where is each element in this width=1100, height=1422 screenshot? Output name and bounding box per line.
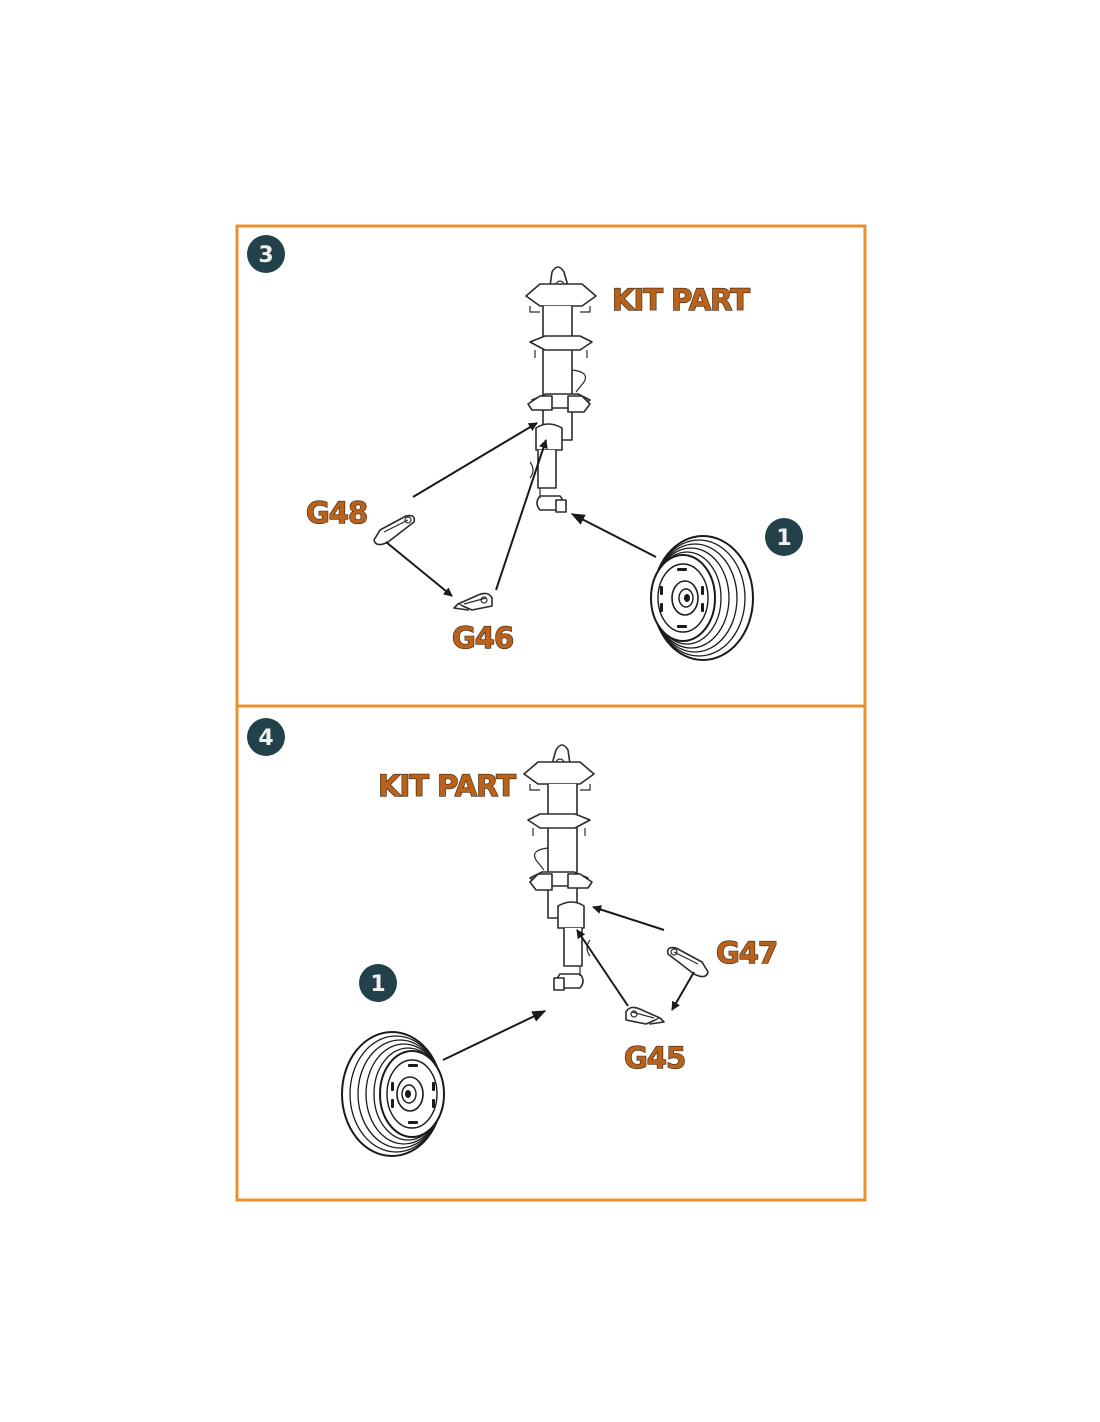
step-4-panel: 4 KIT PART G47 G45 1 — [235, 704, 867, 1202]
torque-link-part-icon — [666, 946, 709, 978]
step-badge-icon — [359, 964, 397, 1002]
assembly-arrow-icon — [385, 422, 657, 597]
wheel-icon — [650, 535, 754, 661]
step-3-wheel-ref: 1 — [776, 526, 791, 551]
assembly-arrow-icon — [442, 905, 695, 1061]
step-3-lower-part-label: G46 — [452, 621, 513, 655]
step-4-wheel-badge: 1 — [359, 964, 397, 1002]
step-badge-icon — [765, 518, 803, 556]
landing-gear-strut-icon — [525, 266, 597, 513]
step-3-number: 3 — [258, 243, 273, 268]
torque-link-part-icon — [625, 1006, 665, 1025]
step-3-badge: 3 — [247, 235, 285, 273]
step-4-wheel-ref: 1 — [370, 972, 385, 997]
torque-link-part-icon — [373, 514, 416, 546]
step-4-kit-part-label: KIT PART — [378, 769, 516, 803]
step-4-frame — [235, 704, 867, 1202]
step-3-panel: 3 KIT PART G48 G46 1 — [235, 224, 867, 708]
step-3-kit-part-label: KIT PART — [612, 283, 750, 317]
step-4-lower-part-label: G45 — [624, 1041, 685, 1075]
wheel-icon — [341, 1031, 445, 1157]
step-badge-icon — [247, 235, 285, 273]
step-4-upper-part-label: G47 — [716, 936, 777, 970]
step-badge-icon — [247, 718, 285, 756]
landing-gear-strut-icon — [523, 744, 595, 991]
step-3-wheel-badge: 1 — [765, 518, 803, 556]
step-4-badge: 4 — [247, 718, 285, 756]
step-4-number: 4 — [258, 726, 273, 751]
torque-link-part-icon — [453, 592, 493, 611]
step-3-upper-part-label: G48 — [306, 496, 367, 530]
